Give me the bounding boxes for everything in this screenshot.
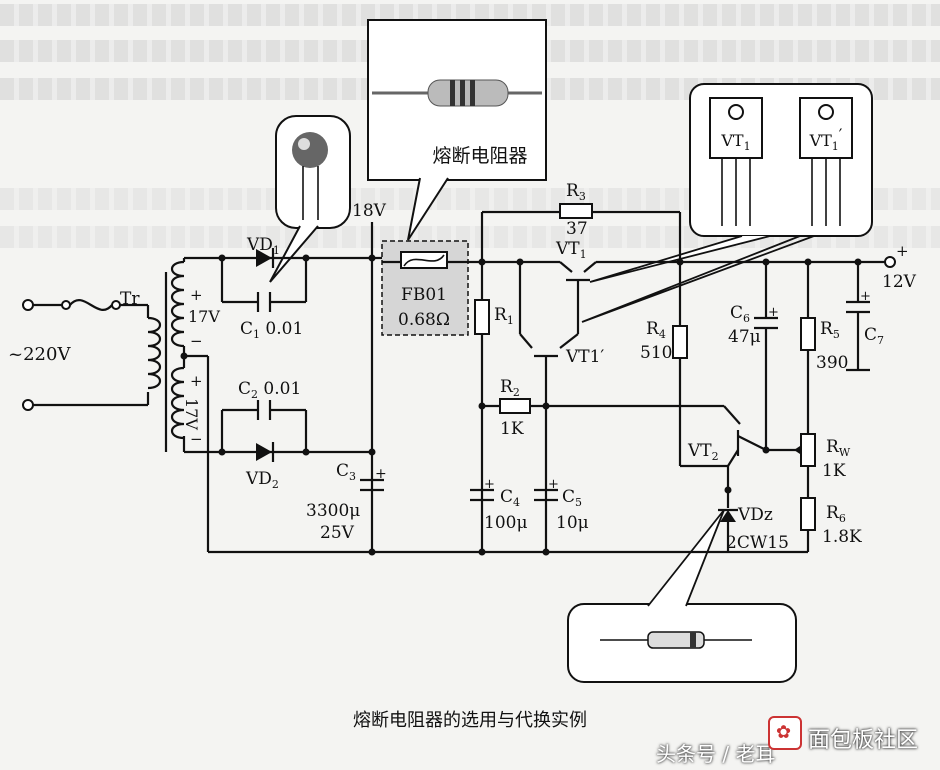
diode-vd1 xyxy=(256,249,272,267)
diode-vd2 xyxy=(256,443,272,461)
c4-value: 100μ xyxy=(484,513,528,533)
resistor-r4 xyxy=(672,325,688,359)
rw-value: 1K xyxy=(822,461,846,481)
vt1-label: VT1 xyxy=(555,239,587,261)
svg-text:+: + xyxy=(896,242,909,260)
svg-text:+: + xyxy=(860,289,871,304)
c2-label: C2 0.01 xyxy=(238,379,301,401)
resistor-r3 xyxy=(559,203,593,219)
callout-fuse-resistor: 熔断电阻器 xyxy=(367,19,547,241)
fuse-resistor-icon xyxy=(427,79,509,107)
vt1p-label: VT1′ xyxy=(565,347,604,367)
r4-value: 510 xyxy=(640,343,672,363)
callout-thermistor xyxy=(269,115,351,283)
svg-text:−: − xyxy=(190,430,203,448)
c1-label: C1 0.01 xyxy=(240,319,303,341)
v18-label: 18V xyxy=(352,201,387,221)
output-voltage: 12V xyxy=(882,272,917,292)
resistor-r6 xyxy=(800,497,816,531)
transformer-secondary-1 xyxy=(170,260,185,348)
svg-text:−: − xyxy=(190,332,203,350)
fuse-label: FB01 xyxy=(401,285,447,305)
input-voltage: ~220V xyxy=(8,344,71,365)
r6-value: 1.8K xyxy=(822,527,862,547)
c3-value: 3300μ xyxy=(306,501,360,521)
c7-label: C7 xyxy=(864,325,884,347)
svg-text:+: + xyxy=(484,477,495,492)
resistor-r5 xyxy=(800,317,816,351)
resistor-r1 xyxy=(474,299,490,335)
callout-resistor-title: 熔断电阻器 xyxy=(432,145,527,167)
watermark-site: 面包板社区 xyxy=(808,728,919,753)
r3-value: 37 xyxy=(566,219,588,239)
c6-value: 47μ xyxy=(728,327,761,347)
transformer-label: Tr xyxy=(120,289,140,309)
r3-label: R3 xyxy=(566,181,586,203)
svg-text:+: + xyxy=(190,372,203,390)
r1-label: R1 xyxy=(494,305,514,327)
c3-label: C3 xyxy=(336,461,356,483)
svg-text:VT1′: VT1′ xyxy=(809,125,843,153)
transformer-primary xyxy=(147,316,162,390)
rw-label: RW xyxy=(826,437,851,459)
transformer-secondary-2 xyxy=(170,366,185,440)
figure-caption: 熔断电阻器的选用与代换实例 xyxy=(353,710,587,731)
resistor-r2 xyxy=(499,398,531,414)
potentiometer-rw xyxy=(800,433,816,467)
c3-voltage: 25V xyxy=(320,523,355,543)
c5-label: C5 xyxy=(562,487,582,509)
vd2-label: VD2 xyxy=(245,469,279,491)
c4-label: C4 xyxy=(500,487,520,509)
svg-text:VT1: VT1 xyxy=(720,131,750,153)
callout-transistor-packages: VT1 VT1′ xyxy=(581,83,873,323)
transistor-package-icon xyxy=(709,97,763,159)
c5-value: 10μ xyxy=(556,513,589,533)
zener-diode-vdz xyxy=(720,510,736,522)
r2-label: R2 xyxy=(500,377,520,399)
vdz-label: VDz xyxy=(737,505,773,525)
c6-label: C6 xyxy=(730,303,750,325)
fuse-symbol xyxy=(69,299,113,311)
thermistor-icon xyxy=(292,132,328,168)
watermark-logo-icon: ✿ xyxy=(768,716,802,750)
vdz-value: 2CW15 xyxy=(726,533,789,553)
r5-value: 390 xyxy=(816,353,848,373)
vd1-label: VD1 xyxy=(246,235,280,257)
winding2-voltage: 17V xyxy=(182,398,201,430)
callout-zener xyxy=(567,509,797,683)
svg-text:+: + xyxy=(548,477,559,492)
r6-label: R6 xyxy=(826,503,846,525)
r5-label: R5 xyxy=(820,319,840,341)
fuse-value: 0.68Ω xyxy=(398,310,450,330)
svg-text:+: + xyxy=(375,466,387,482)
winding1-voltage: 17V xyxy=(188,307,220,326)
r2-value: 1K xyxy=(500,419,524,439)
watermark-text: 头条号 / 老耳 xyxy=(656,742,776,766)
r4-label: R4 xyxy=(646,319,666,341)
vt2-label: VT2 xyxy=(687,441,719,463)
svg-text:+: + xyxy=(190,286,203,304)
background-text-line xyxy=(0,4,940,26)
svg-text:+: + xyxy=(768,305,779,320)
